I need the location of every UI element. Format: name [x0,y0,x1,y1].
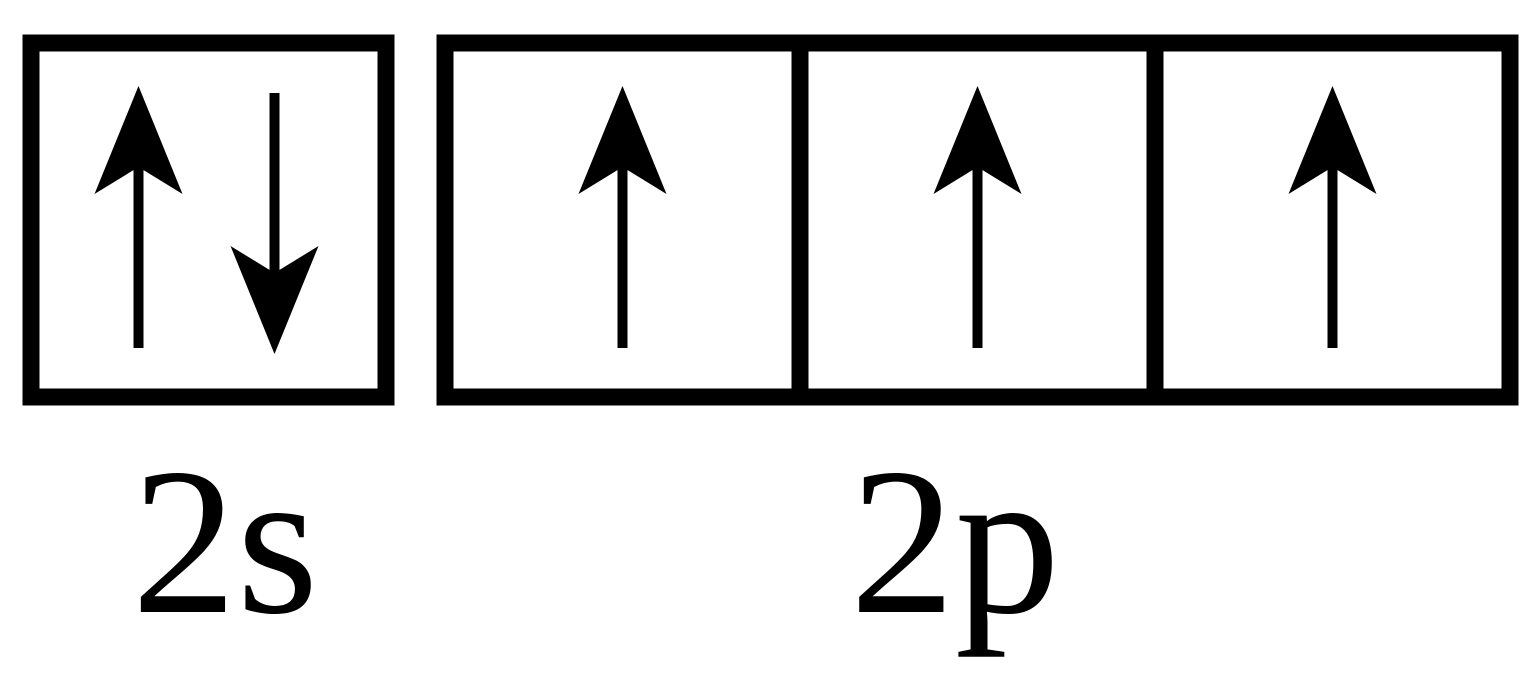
subshell-label-2s: 2s [132,426,319,658]
spin-up-arrow-icon [94,86,183,348]
orbital-group-2p [436,34,1519,406]
subshell-label-2p: 2p [850,426,1060,658]
electron-arrows [94,86,1377,354]
orbital-boxes [22,34,1519,406]
orbital-group-2s [22,34,395,406]
spin-up-arrow-icon [933,86,1022,348]
spin-up-arrow-icon [1288,86,1377,348]
spin-down-arrow-icon [230,93,319,354]
spin-up-arrow-icon [578,86,667,348]
